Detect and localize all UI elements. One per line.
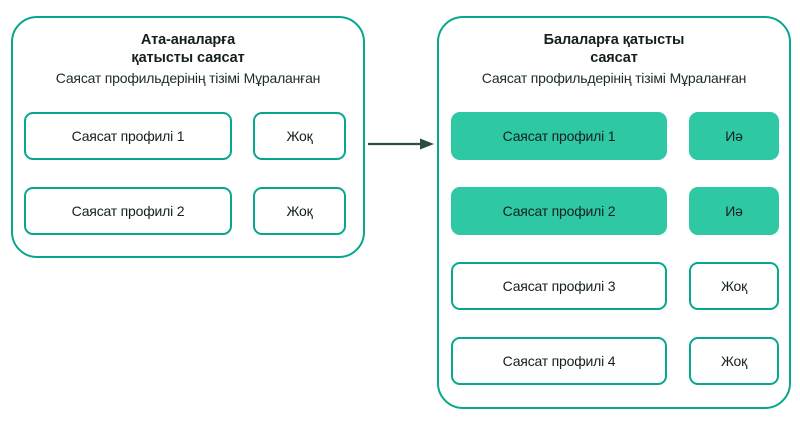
child-subtitle-profiles-list: Саясат профильдерінің тізімі <box>481 70 666 86</box>
policy-row: Саясат профилі 2 Иә <box>439 187 789 235</box>
policy-inherited-flag[interactable]: Иә <box>689 112 779 160</box>
policy-row: Саясат профилі 3 Жоқ <box>439 262 789 310</box>
policy-profile-chip[interactable]: Саясат профилі 1 <box>451 112 667 160</box>
policy-inherited-flag[interactable]: Жоқ <box>253 187 346 235</box>
policy-profile-chip[interactable]: Саясат профилі 2 <box>451 187 667 235</box>
policy-profile-chip[interactable]: Саясат профилі 1 <box>24 112 232 160</box>
parent-policy-panel: Ата-аналарға қатысты саясат Саясат профи… <box>11 16 365 258</box>
policy-row: Саясат профилі 1 Жоқ <box>13 112 363 160</box>
policy-inherited-flag[interactable]: Жоқ <box>689 262 779 310</box>
parent-subtitle-inherited: Мұраланған <box>243 70 321 86</box>
policy-inherited-flag[interactable]: Жоқ <box>689 337 779 385</box>
child-policy-panel: Балаларға қатысты саясат Саясат профильд… <box>437 16 791 409</box>
parent-subtitle-profiles-list: Саясат профильдерінің тізімі <box>55 70 240 86</box>
child-subtitle-inherited: Мұраланған <box>669 70 747 86</box>
policy-profile-chip[interactable]: Саясат профилі 4 <box>451 337 667 385</box>
policy-row: Саясат профилі 1 Иә <box>439 112 789 160</box>
inheritance-arrow-icon <box>368 138 434 150</box>
parent-panel-title: Ата-аналарға қатысты саясат <box>131 32 245 66</box>
policy-profile-chip[interactable]: Саясат профилі 3 <box>451 262 667 310</box>
policy-inherited-flag[interactable]: Жоқ <box>253 112 346 160</box>
policy-inherited-flag[interactable]: Иә <box>689 187 779 235</box>
policy-row: Саясат профилі 2 Жоқ <box>13 187 363 235</box>
policy-profile-chip[interactable]: Саясат профилі 2 <box>24 187 232 235</box>
child-panel-header: Балаларға қатысты саясат Саясат профильд… <box>439 31 789 87</box>
child-panel-title: Балаларға қатысты саясат <box>543 32 685 66</box>
parent-panel-header: Ата-аналарға қатысты саясат Саясат профи… <box>13 31 363 87</box>
policy-row: Саясат профилі 4 Жоқ <box>439 337 789 385</box>
